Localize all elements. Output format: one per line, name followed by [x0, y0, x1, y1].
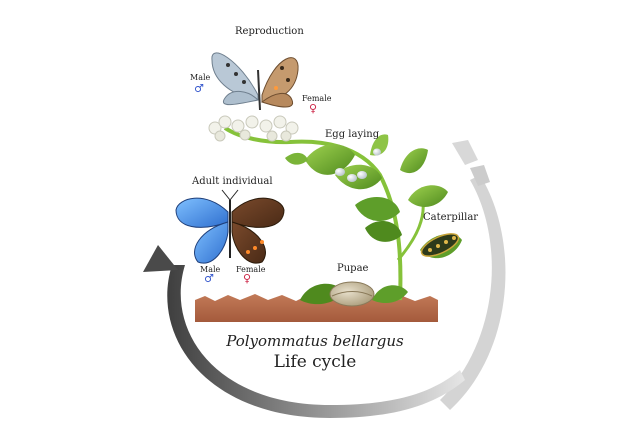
adult-female-label: Female: [236, 265, 266, 274]
caterpillar: [420, 233, 460, 257]
adult-individual-label: Adult individual: [192, 176, 273, 187]
caterpillar-label: Caterpillar: [423, 212, 479, 223]
reproduction-male-label: Male: [190, 73, 211, 82]
male-symbol-icon: ♂: [194, 82, 204, 95]
cycle-arrow: [143, 140, 506, 418]
female-symbol-icon: ♀: [309, 102, 318, 115]
life-cycle-title: Life cycle: [273, 352, 357, 372]
egg-laying-label: Egg laying: [325, 129, 380, 140]
pupae-label: Pupae: [337, 263, 369, 274]
reproduction-female-label: Female: [302, 94, 332, 103]
adult-female-symbol-icon: ♀: [243, 272, 252, 285]
adult-male-symbol-icon: ♂: [204, 272, 214, 285]
adult-male-label: Male: [200, 265, 221, 274]
species-title: Polyommatus bellargus: [226, 332, 404, 350]
flower-cluster: [208, 115, 299, 142]
reproduction-label: Reproduction: [235, 26, 304, 37]
adult-butterfly: [175, 189, 285, 264]
pupa: [329, 281, 375, 307]
mating-butterflies: [211, 52, 299, 111]
